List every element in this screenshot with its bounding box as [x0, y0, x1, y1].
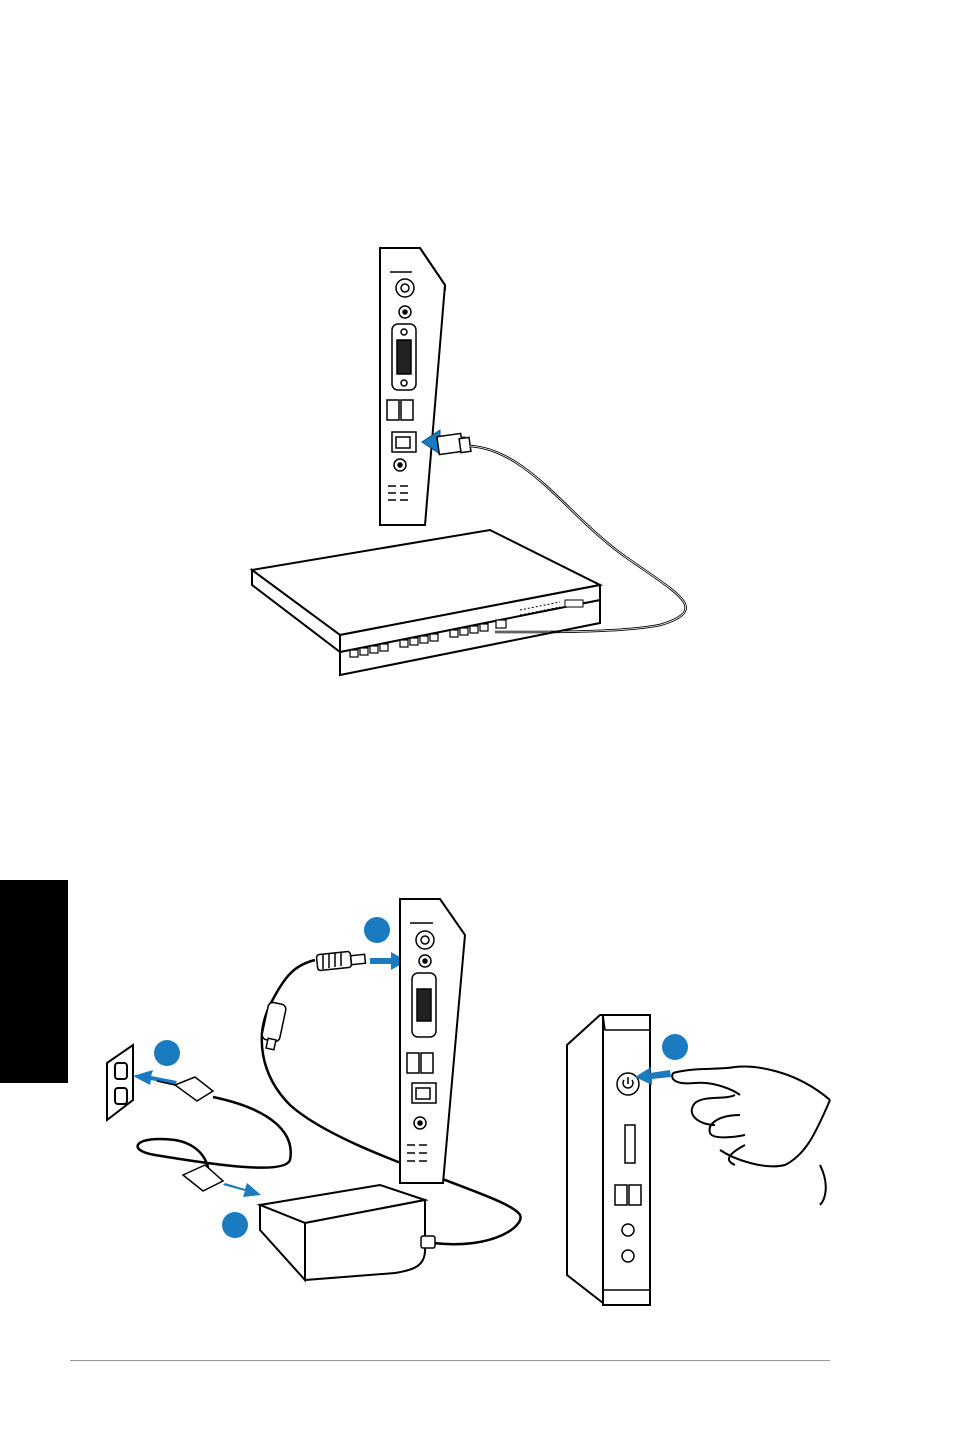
ferrite-core [261, 1002, 287, 1050]
adapter-arrow-icon [223, 1183, 261, 1197]
power-adapter [260, 1185, 425, 1280]
lan-port-icon [412, 1083, 436, 1103]
step-badge-4 [662, 1034, 688, 1060]
lan-illustration [240, 240, 710, 680]
mini-pc-rear-panel [380, 248, 445, 525]
plug-arrow-icon [133, 1070, 177, 1085]
card-reader-icon [625, 1125, 635, 1163]
step-badge-1 [154, 1040, 180, 1066]
wall-outlet [107, 1045, 133, 1120]
adapter-cord-plug [183, 1165, 223, 1191]
lan-port-icon [392, 432, 416, 452]
footer-rule [70, 1360, 830, 1361]
dc-plug [316, 951, 365, 970]
step-badge-2 [222, 1212, 248, 1238]
chapter-side-tab [0, 880, 68, 1083]
mini-pc-front-view [567, 1015, 650, 1305]
mini-pc-rear-view [400, 899, 465, 1183]
power-illustration [95, 895, 845, 1315]
lan-connection-figure [240, 240, 710, 680]
network-router [252, 530, 600, 675]
power-button-icon [617, 1073, 639, 1095]
lan-cable-plug [437, 433, 471, 454]
power-connection-figure [95, 895, 845, 1315]
pressing-hand [672, 1067, 830, 1205]
dc-plug-adapter-end [421, 1236, 435, 1248]
step-badge-3 [364, 917, 390, 943]
